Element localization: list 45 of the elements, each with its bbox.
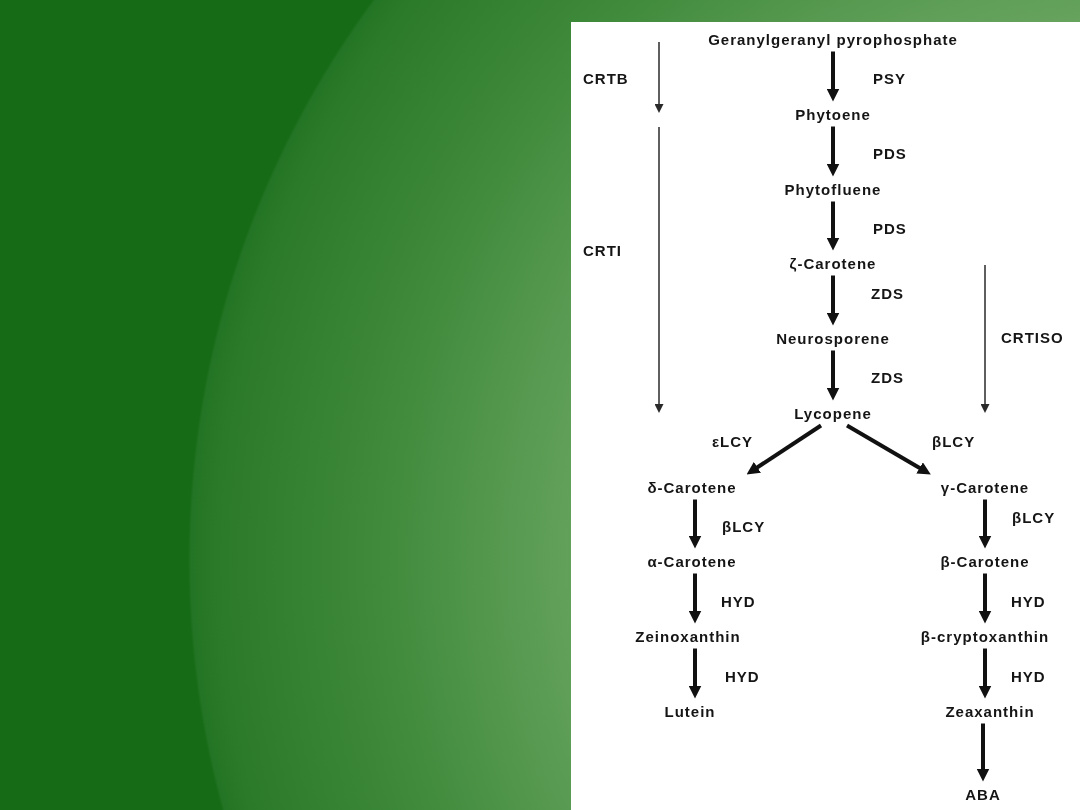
- enzyme-label: PDS: [873, 219, 907, 237]
- compound-name: Phytoene: [785, 101, 881, 127]
- enzyme-label: CRTISO: [1001, 328, 1064, 346]
- arrow: [978, 648, 992, 699]
- compound-name: ABA: [955, 781, 1011, 807]
- compound-name: Zeinoxanthin: [625, 623, 751, 649]
- enzyme-label: CRTB: [583, 69, 629, 87]
- enzyme-label: HYD: [1011, 667, 1046, 685]
- enzyme-label: CRTI: [583, 241, 622, 259]
- enzyme-label: HYD: [721, 592, 756, 610]
- arrow: [826, 275, 840, 326]
- compound-name: Geranylgeranyl pyrophosphate: [698, 26, 968, 52]
- enzyme-label: εLCY: [712, 432, 754, 450]
- compound-name: β-Carotene: [930, 548, 1040, 574]
- compound-name: δ-Carotene: [637, 474, 747, 500]
- arrow: [688, 573, 702, 624]
- arrow: [846, 423, 931, 475]
- arrow: [826, 350, 840, 401]
- compound-name: Phytofluene: [774, 176, 892, 202]
- arrow: [746, 423, 823, 475]
- arrow: [826, 51, 840, 102]
- enzyme-label: HYD: [725, 667, 760, 685]
- compound-name: Lycopene: [784, 400, 882, 426]
- enzyme-label: PSY: [873, 69, 906, 87]
- compound-name: Neurosporene: [766, 325, 900, 351]
- enzyme-label: βLCY: [932, 432, 976, 450]
- arrow: [826, 201, 840, 251]
- compound-name: α-Carotene: [637, 548, 747, 574]
- arrow: [978, 573, 992, 624]
- compound-name: Lutein: [654, 698, 726, 724]
- arrow: [976, 723, 990, 782]
- arrow: [688, 499, 702, 549]
- compound-name: γ-Carotene: [930, 474, 1040, 500]
- enzyme-label: HYD: [1011, 592, 1046, 610]
- compound-name: Zeaxanthin: [935, 698, 1045, 724]
- enzyme-label: βLCY: [1012, 508, 1056, 526]
- arrow: [826, 126, 840, 177]
- enzyme-label: ZDS: [871, 368, 904, 386]
- compound-name: β-cryptoxanthin: [910, 623, 1060, 649]
- enzyme-label: PDS: [873, 144, 907, 162]
- compound-name: ζ-Carotene: [779, 250, 887, 276]
- arrow: [978, 499, 992, 549]
- enzyme-label: βLCY: [722, 517, 766, 535]
- enzyme-label: ZDS: [871, 284, 904, 302]
- arrow: [688, 648, 702, 699]
